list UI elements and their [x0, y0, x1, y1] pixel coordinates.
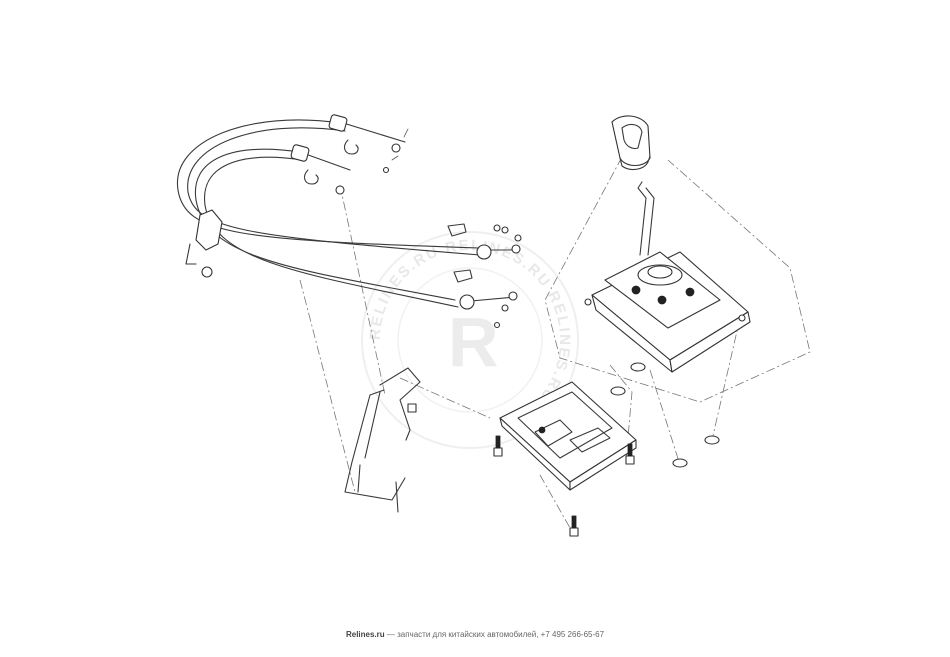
cable-hardware	[303, 128, 522, 329]
bolt-3	[569, 515, 579, 537]
washer-2	[630, 362, 646, 372]
wire-bracket	[344, 367, 421, 513]
watermark-letter: R	[448, 303, 499, 381]
shift-cables	[176, 114, 521, 310]
gear-knob	[611, 115, 651, 171]
assembly-guide-lines	[299, 156, 811, 536]
mounting-plate	[499, 381, 637, 491]
bolt-1	[493, 435, 503, 457]
washer-3	[672, 458, 688, 468]
cable-bracket-left	[185, 209, 223, 278]
footer: Relines.ru — запчасти для китайских авто…	[0, 630, 950, 639]
bolt-2	[625, 443, 635, 465]
bolts-and-nuts	[407, 362, 720, 537]
washer-4	[704, 435, 720, 445]
washer-1	[610, 386, 626, 396]
footer-text: — запчасти для китайских автомобилей, +7…	[384, 630, 605, 639]
footer-site[interactable]: Relines.ru	[345, 630, 385, 639]
shifter-assembly	[584, 181, 751, 373]
bolt-4	[407, 403, 417, 413]
